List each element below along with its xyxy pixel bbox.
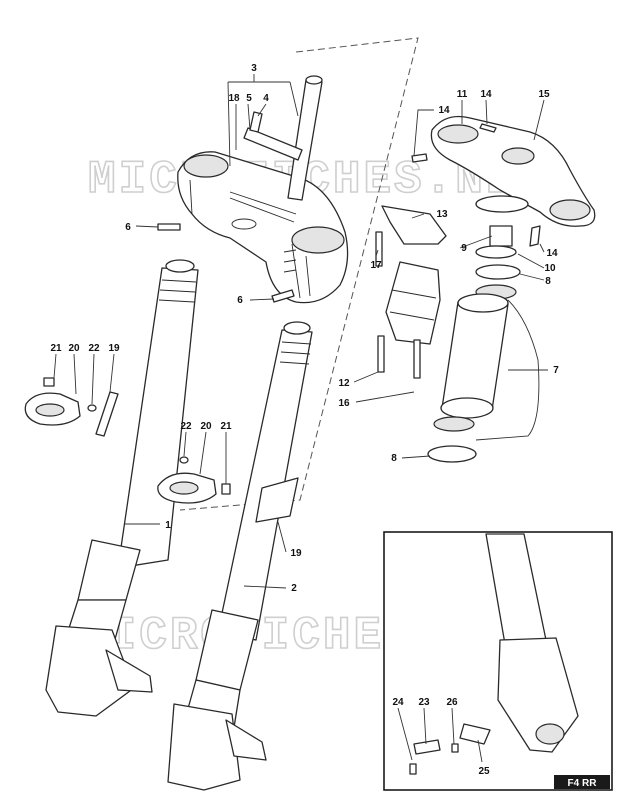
bolt-21-right xyxy=(221,483,231,495)
fork-leg-right xyxy=(167,321,313,791)
bolt-12 xyxy=(377,335,385,373)
callout-12: 12 xyxy=(338,378,350,389)
callout-6-lower: 6 xyxy=(237,295,243,306)
callout-10: 10 xyxy=(544,263,556,274)
fork-leg-left xyxy=(45,259,199,717)
callout-19-left: 19 xyxy=(108,343,120,354)
leader-7-bracket xyxy=(475,299,540,441)
callout-15: 15 xyxy=(538,89,550,100)
callout-17: 17 xyxy=(370,260,382,271)
callout-25: 25 xyxy=(478,766,490,777)
callout-4: 4 xyxy=(263,93,269,104)
clamp-20-right xyxy=(157,472,217,504)
inset-badge-box xyxy=(554,775,610,789)
steering-head-sleeve xyxy=(440,293,509,419)
callout-18: 18 xyxy=(228,93,240,104)
callout-14-right: 14 xyxy=(546,248,558,259)
bolt-14-top xyxy=(479,123,497,133)
callout-20-left: 20 xyxy=(68,343,80,354)
leader-lines xyxy=(53,74,548,763)
sleeve-19-right xyxy=(255,477,299,523)
damper-bracket xyxy=(381,205,447,245)
bearing-lower xyxy=(433,416,475,432)
callout-21-right: 21 xyxy=(220,421,232,432)
sleeve-19-left xyxy=(95,391,119,437)
inset-badge: F4 RR xyxy=(568,778,598,789)
callout-5: 5 xyxy=(246,93,252,104)
callout-26: 26 xyxy=(446,697,458,708)
clamp-plate xyxy=(243,127,303,161)
callout-1: 1 xyxy=(165,520,171,531)
callouts: 3 18 5 4 6 6 11 14 15 14 13 17 14 9 10 8… xyxy=(50,63,559,777)
callout-7: 7 xyxy=(553,365,559,376)
bolt-16 xyxy=(413,339,421,379)
callout-9: 9 xyxy=(461,243,467,254)
callout-13: 13 xyxy=(436,209,448,220)
bolt-6-upper xyxy=(157,223,181,231)
nut-9 xyxy=(489,225,513,247)
nut-22-left xyxy=(87,404,97,412)
upper-triple-clamp xyxy=(430,115,596,227)
callout-20-right: 20 xyxy=(200,421,212,432)
callout-19-right: 19 xyxy=(290,548,302,559)
callout-22-left: 22 xyxy=(88,343,100,354)
assembly-outline xyxy=(179,37,419,511)
callout-23: 23 xyxy=(418,697,430,708)
steering-damper xyxy=(385,261,441,345)
bolt-14-right xyxy=(529,225,541,247)
callout-14-left: 14 xyxy=(438,105,450,116)
callout-2: 2 xyxy=(291,583,297,594)
clamp-bolts xyxy=(283,249,297,273)
seal-8-upper xyxy=(475,264,521,280)
nut-22-right xyxy=(179,456,189,464)
callout-22-right: 22 xyxy=(180,421,192,432)
callout-21-left: 21 xyxy=(50,343,62,354)
washer-9 xyxy=(475,195,529,213)
ring-10 xyxy=(475,245,517,259)
lower-triple-clamp xyxy=(177,151,349,304)
callout-24: 24 xyxy=(392,697,404,708)
bolt-14-left xyxy=(411,153,428,163)
bolt-4 xyxy=(249,111,263,133)
callout-6-upper: 6 xyxy=(125,222,131,233)
bolt-6-lower xyxy=(271,289,295,303)
callout-8-upper: 8 xyxy=(545,276,551,287)
callout-16: 16 xyxy=(338,398,350,409)
callout-14-top: 14 xyxy=(480,89,492,100)
seal-8-lower xyxy=(427,445,477,463)
inset-panel xyxy=(383,531,613,791)
callout-8-lower: 8 xyxy=(391,453,397,464)
bolt-21-left xyxy=(43,377,55,387)
callout-3: 3 xyxy=(251,63,257,74)
clamp-20-left xyxy=(24,392,81,426)
callout-11: 11 xyxy=(457,89,468,100)
